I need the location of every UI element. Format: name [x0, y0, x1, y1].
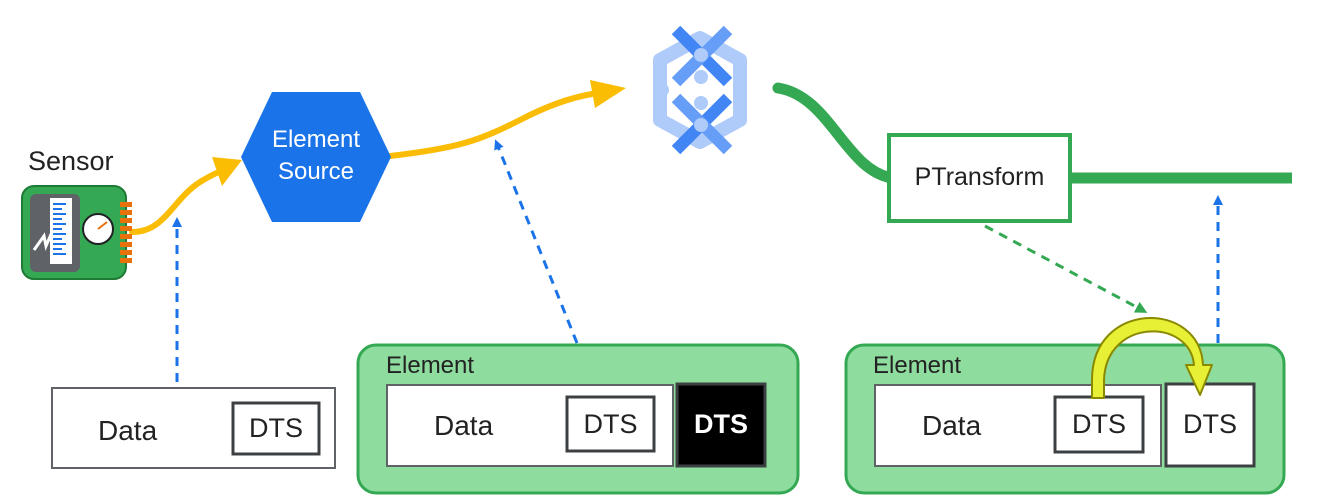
element-source-hexagon [241, 92, 391, 222]
dashed-arrow-ptransform-to-element [984, 224, 1148, 313]
raw-record-dts-label: DTS [249, 413, 303, 443]
element-right-title: Element [873, 352, 962, 379]
pipeline-arrowhead-1 [212, 157, 242, 186]
element-right-dts-box [1053, 395, 1145, 454]
raw-record-data-label: Data [98, 415, 158, 446]
element-right-new-dts-box [1164, 382, 1256, 468]
element-middle-title: Element [386, 352, 475, 379]
pipeline-green-to-ptransform [772, 82, 898, 184]
dashed-arrow-element-to-source [494, 139, 579, 344]
element-source-label-line1: Element [271, 126, 361, 153]
ptransform-box [887, 133, 1072, 223]
element-middle-dts-label: DTS [583, 409, 638, 439]
element-right-new-dts-label: DTS [1183, 409, 1237, 439]
element-middle-data-label: Data [434, 410, 494, 441]
pipeline-arrow-source-to-dataflow [387, 91, 595, 159]
element-middle-dts-box [565, 395, 656, 453]
dts-swap-arrow [1091, 317, 1213, 399]
sensor-label: Sensor [28, 146, 114, 176]
dataflow-logo-icon [653, 25, 747, 155]
pipeline-arrow-sensor-to-source [129, 168, 225, 235]
raw-record-dts-box [231, 401, 321, 456]
element-middle-event-dts-box [675, 382, 767, 468]
element-right-data-label: Data [922, 410, 982, 441]
ptransform-label: PTransform [914, 163, 1045, 191]
pipeline-arrowhead-2 [590, 80, 626, 108]
element-source-label-line2: Source [277, 158, 355, 185]
element-middle-event-dts-label: DTS [694, 409, 748, 439]
sensor-board-icon [21, 185, 132, 280]
element-right-dts-label: DTS [1072, 409, 1126, 439]
